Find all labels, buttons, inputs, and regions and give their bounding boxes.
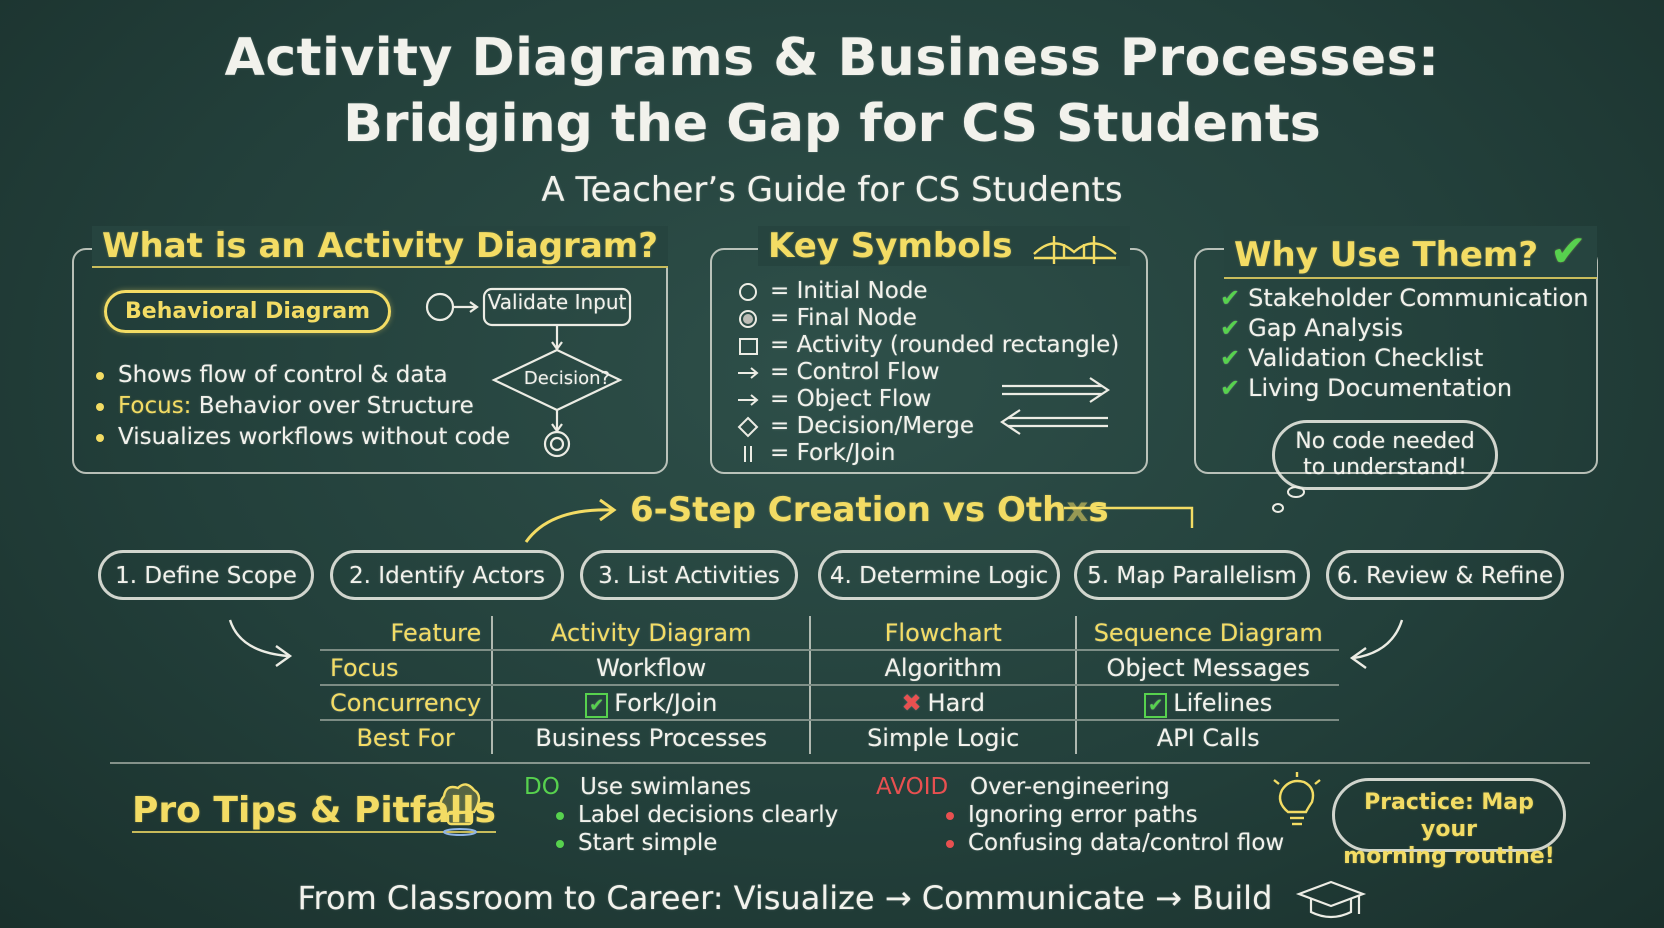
symbol-row: = Fork/Join <box>736 440 1119 467</box>
table-cell: ✔Fork/Join <box>491 685 811 721</box>
title-line-2: Bridging the Gap for CS Students <box>343 94 1321 154</box>
section-divider <box>110 762 1590 764</box>
avoid-bullet-list: Ignoring error paths Confusing data/cont… <box>946 801 1284 857</box>
table-row: Concurrency ✔Fork/Join ✖Hard ✔Lifelines <box>320 685 1340 721</box>
bridge-icon <box>1033 235 1118 264</box>
steps-title: 6-Step Creation vs Othxs <box>630 490 1109 530</box>
checkbox-checked-icon: ✔ <box>585 692 609 718</box>
strikethrough-mark: xs <box>1066 490 1109 530</box>
curved-arrow-icon <box>524 498 617 543</box>
table-header-cell: Feature <box>320 616 493 651</box>
what-bullet-list: Shows flow of control & data Focus: Beha… <box>96 360 510 453</box>
symbols-panel-title: Key Symbols <box>758 226 1131 266</box>
table-row-label: Concurrency <box>320 685 493 721</box>
mini-activity-diagram <box>425 287 632 458</box>
table-row: Focus Workflow Algorithm Object Messages <box>320 650 1340 686</box>
table-cell: Business Processes <box>491 720 811 754</box>
symbol-row: = Final Node <box>736 305 1119 332</box>
title-line-1: Activity Diagrams & Business Processes: <box>224 28 1440 88</box>
avoid-bullet: Confusing data/control flow <box>946 829 1284 857</box>
why-item: ✔Validation Checklist <box>1220 344 1484 372</box>
table-cell: ✖Hard <box>809 685 1077 721</box>
mini-decision-label: Decision? <box>523 368 611 389</box>
checkmark-icon: ✔ <box>1549 226 1587 277</box>
chef-hat-icon <box>439 783 481 836</box>
table-cell: API Calls <box>1075 720 1340 754</box>
decision-merge-icon <box>736 415 760 439</box>
object-flow-icon <box>736 388 760 412</box>
exchange-arrows-icon <box>1000 377 1110 435</box>
step-define-scope: 1. Define Scope <box>98 550 314 600</box>
symbols-list: = Initial Node = Final Node = Activity (… <box>736 278 1119 467</box>
graduation-cap-icon <box>1295 880 1366 919</box>
symbol-row: = Control Flow <box>736 359 1119 386</box>
table-cell: ✔Lifelines <box>1075 685 1340 721</box>
do-first-item: Use swimlanes <box>580 774 752 800</box>
behavioral-diagram-badge: Behavioral Diagram <box>104 290 392 333</box>
mini-final-node <box>543 430 571 458</box>
table-cell: Algorithm <box>809 650 1077 686</box>
checkbox-checked-icon: ✔ <box>1144 692 1168 718</box>
what-bullet: Visualizes workflows without code <box>96 422 510 453</box>
what-bullet: Focus: Behavior over Structure <box>96 391 510 422</box>
initial-node-icon <box>736 280 760 304</box>
table-header-row: Feature Activity Diagram Flowchart Seque… <box>320 616 1340 651</box>
steps-title-bracket <box>1064 506 1194 528</box>
why-list: ✔Stakeholder Communication ✔Gap Analysis… <box>1220 283 1589 403</box>
avoid-bullet: Ignoring error paths <box>946 801 1284 829</box>
step-review-refine: 6. Review & Refine <box>1326 550 1564 600</box>
footer-tagline: From Classroom to Career: Visualize → Co… <box>0 876 1664 924</box>
thought-bubbles <box>1272 486 1305 513</box>
why-panel-title: Why Use Them? ✔ <box>1224 226 1597 279</box>
mini-initial-node <box>425 292 455 322</box>
table-row-label: Focus <box>320 650 493 686</box>
symbol-row: = Decision/Merge <box>736 413 1119 440</box>
table-row-label: Best For <box>356 723 455 752</box>
step-determine-logic: 4. Determine Logic <box>818 550 1060 600</box>
table-row: Best For Business Processes Simple Logic… <box>320 720 1340 754</box>
lightbulb-icon <box>1273 772 1321 826</box>
step-list-activities: 3. List Activities <box>580 550 798 600</box>
table-header-cell: Sequence Diagram <box>1075 616 1340 651</box>
do-bullet: Label decisions clearly <box>556 801 838 829</box>
comparison-table: Feature Activity Diagram Flowchart Seque… <box>320 616 1340 754</box>
check-icon: ✔ <box>1220 374 1241 402</box>
symbol-row: = Activity (rounded rectangle) <box>736 332 1119 359</box>
check-icon: ✔ <box>1220 344 1241 372</box>
mini-activity-label: Validate Input <box>487 290 627 314</box>
why-item: ✔Stakeholder Communication <box>1220 284 1589 312</box>
tips-title: Pro Tips & Pitfalls <box>132 790 496 833</box>
cross-icon: ✖ <box>901 688 922 717</box>
symbol-row: = Initial Node <box>736 278 1119 305</box>
control-flow-icon <box>736 361 760 385</box>
step-identify-actors: 2. Identify Actors <box>330 550 564 600</box>
avoid-first-item: Over-engineering <box>970 774 1170 800</box>
check-icon: ✔ <box>1220 284 1241 312</box>
do-label: DO <box>524 774 560 800</box>
practice-cloud: Practice: Map your morning routine! <box>1332 778 1566 869</box>
table-header-cell: Flowchart <box>809 616 1077 651</box>
fork-join-icon <box>736 442 760 466</box>
what-panel-title: What is an Activity Diagram? <box>92 226 668 268</box>
do-bullet-list: Label decisions clearly Start simple <box>556 801 838 857</box>
avoid-label: AVOID <box>876 774 949 800</box>
arrow-right-curve-icon <box>1349 619 1404 669</box>
step-map-parallelism: 5. Map Parallelism <box>1074 550 1310 600</box>
subtitle: A Teacher’s Guide for CS Students <box>541 170 1123 210</box>
what-bullet: Shows flow of control & data <box>96 360 510 391</box>
final-node-icon <box>736 307 760 331</box>
activity-icon <box>736 334 760 358</box>
no-code-thought-cloud: No code needed to understand! <box>1272 420 1498 490</box>
symbol-row: = Object Flow <box>736 386 1119 413</box>
table-cell: Object Messages <box>1075 650 1340 686</box>
table-cell: Workflow <box>491 650 811 686</box>
why-item: ✔Gap Analysis <box>1220 314 1404 342</box>
arrow-left-curve-icon <box>228 619 293 667</box>
why-item: ✔Living Documentation <box>1220 374 1513 402</box>
check-icon: ✔ <box>1220 314 1241 342</box>
table-cell: Simple Logic <box>809 720 1077 754</box>
do-bullet: Start simple <box>556 829 838 857</box>
table-header-cell: Activity Diagram <box>491 616 811 651</box>
